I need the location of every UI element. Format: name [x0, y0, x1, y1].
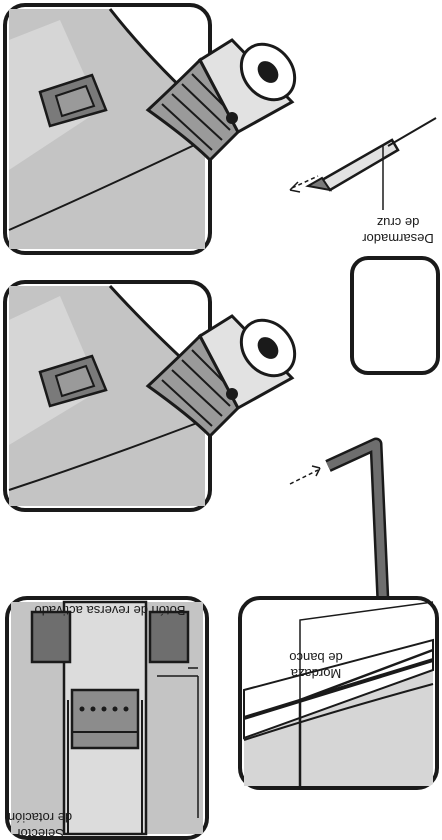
screwdriver-panel: de cruz Desarmador [308, 118, 438, 373]
drill-middle [5, 282, 306, 510]
screwdriver-label-line2: Desarmador [362, 231, 434, 246]
allen-key-arrow [290, 466, 320, 484]
vise-label-line1: de banco [289, 650, 343, 665]
vise-label-line2: Mordaza [290, 666, 341, 681]
rotation-selector-label-line1: de rotación [8, 810, 72, 825]
vise-panel: de banco Mordaza [240, 598, 437, 788]
switch-panel: Botón de reversa activado de rotación Se… [7, 598, 207, 840]
reverse-button-label: Botón de reversa activado [34, 603, 185, 618]
drills-upright: de cruz Desarmador [5, 5, 438, 840]
screwdriver-label-line1: de cruz [377, 215, 420, 230]
rotation-selector-label-line2: Selector [15, 826, 63, 840]
